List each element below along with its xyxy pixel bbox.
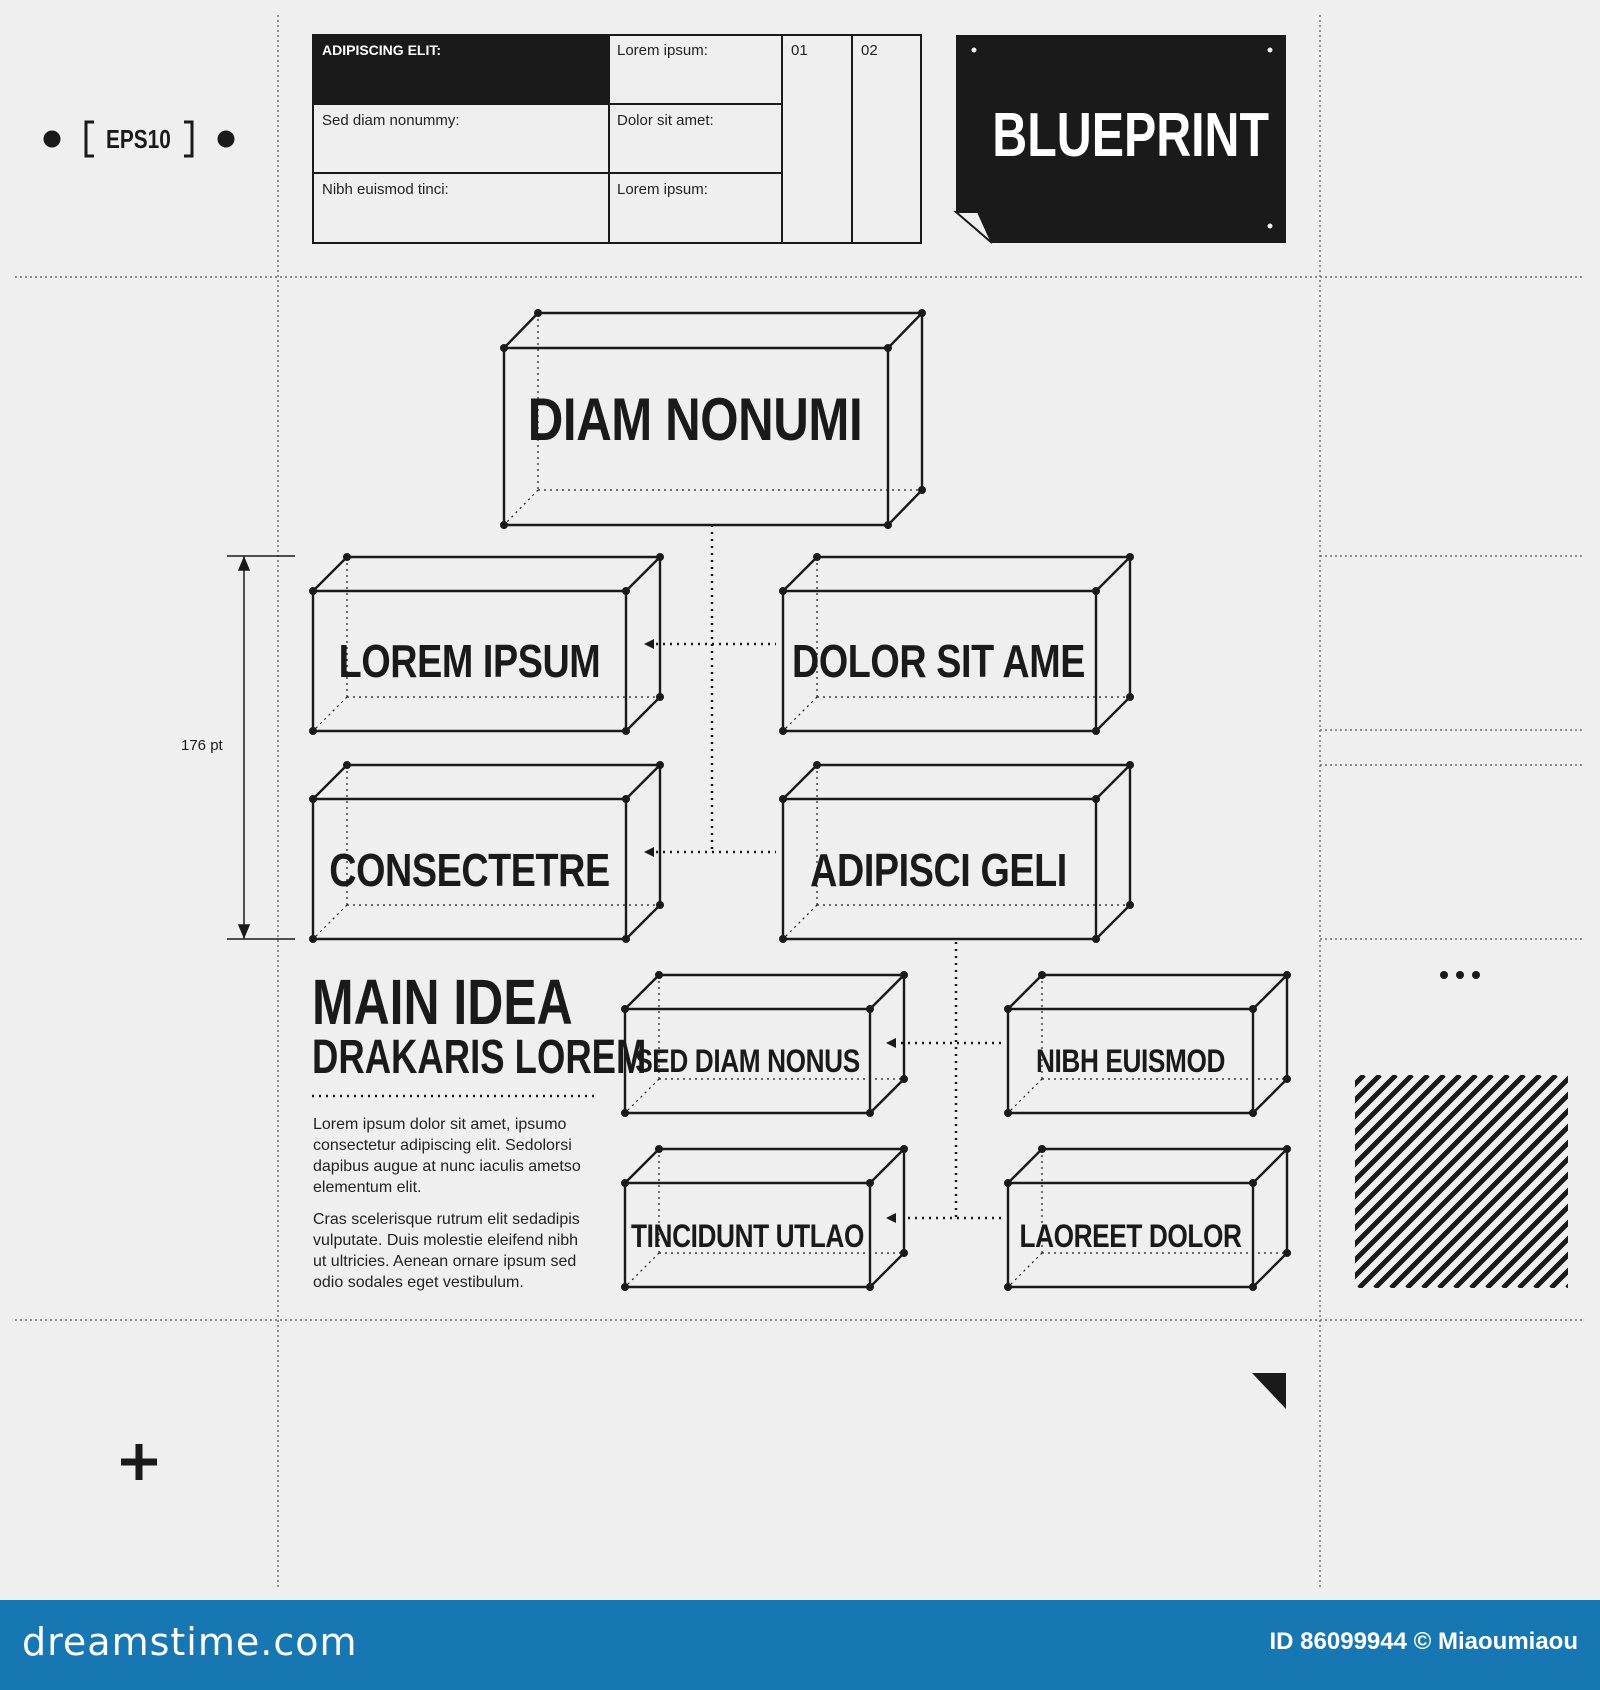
hatch-square (1355, 1075, 1600, 1288)
table-cell-dolor: Dolor sit amet: (617, 112, 714, 129)
table-cell-nibh: Nibh euismod tinci: (322, 181, 449, 198)
footer-credit: ID 86099944 © Miaoumiaou (1269, 1628, 1578, 1655)
hatch-stripe (1355, 1075, 1398, 1120)
box-diam-nonumi: DIAM NONUMI (527, 385, 863, 453)
blueprint-block (953, 35, 1286, 244)
box-dolor-sit-ame: DOLOR SIT AME (792, 635, 1085, 687)
eps-badge: EPS10 (106, 124, 171, 154)
box-layer (309, 309, 1291, 1291)
table-cell-lorem-1: Lorem ipsum: (617, 42, 708, 59)
table-cell-sed-diam: Sed diam nonummy: (322, 112, 460, 129)
hatch-stripe (1517, 1235, 1568, 1288)
box-consectetre: CONSECTETRE (329, 844, 610, 896)
hatch-stripe (1355, 1075, 1558, 1280)
hatch-stripe (1357, 1075, 1568, 1288)
table-header-fill (313, 35, 609, 104)
hatch-stripe (1355, 1075, 1446, 1168)
hatch-stripe (1373, 1091, 1568, 1288)
hatch-stripe (1355, 1075, 1414, 1136)
footer-brand[interactable]: dreamstime.com (22, 1620, 358, 1664)
box-laoreet-dolor: LAOREET DOLOR (1019, 1218, 1242, 1254)
table-cell-01: 01 (791, 42, 808, 59)
eps-badge-frame (43, 120, 235, 158)
hatch-stripe (1355, 1075, 1430, 1152)
table-cell-adipiscing: ADIPISCING ELIT: (322, 42, 442, 58)
hatch-stripe (1355, 1075, 1542, 1264)
hatch-stripe (1469, 1187, 1568, 1288)
grid-layer (15, 15, 1600, 1590)
table-cell-02: 02 (861, 42, 878, 59)
plus-icon (121, 1444, 157, 1480)
box-lorem-ipsum: LOREM IPSUM (338, 635, 601, 687)
box-tincidunt-utlao: TINCIDUNT UTLAO (631, 1218, 864, 1254)
footer-bar: dreamstime.com ID 86099944 © Miaoumiaou (0, 1600, 1600, 1690)
hatch-stripe (1355, 1075, 1478, 1200)
hatch-stripe (1355, 1075, 1494, 1216)
blueprint-title: BLUEPRINT (992, 101, 1270, 170)
hatch-stripe (1485, 1203, 1568, 1288)
box-sed-diam-nonus: SED DIAM NONUS (635, 1043, 860, 1079)
hatch-stripe (1405, 1123, 1568, 1288)
main-idea-subtitle: DRAKARIS LOREM (312, 1031, 647, 1084)
connectors (312, 525, 1004, 1220)
hatch-stripe (1355, 1075, 1462, 1184)
hatch-stripe (1355, 1075, 1526, 1248)
hatch-stripe (1501, 1219, 1568, 1288)
dimension-label: 176 pt (181, 737, 223, 754)
hatch-stripe (1565, 1283, 1568, 1288)
main-idea-paragraph-1: Lorem ipsum dolor sit amet, ipsumo conse… (313, 1116, 581, 1196)
corner-triangle (1252, 1373, 1286, 1409)
dimension-marker (227, 555, 295, 940)
hatch-stripe (1389, 1107, 1568, 1288)
more-dots (1440, 971, 1480, 979)
hatch-stripe (1437, 1155, 1568, 1288)
hatch-stripe (1453, 1171, 1568, 1288)
hatch-stripe (1355, 1075, 1510, 1232)
connector-arrows (644, 639, 896, 1223)
box-nibh-euismod: NIBH EUISMOD (1036, 1043, 1225, 1079)
table-cell-lorem-2: Lorem ipsum: (617, 181, 708, 198)
hatch-stripe (1421, 1139, 1568, 1288)
box-adipisci-geli: ADIPISCI GELI (810, 844, 1067, 896)
main-idea-paragraph-2: Cras scelerisque rutrum elit sedadipis v… (313, 1211, 580, 1291)
hatch-stripe (1583, 1075, 1600, 1288)
main-idea-title: MAIN IDEA (312, 966, 573, 1038)
